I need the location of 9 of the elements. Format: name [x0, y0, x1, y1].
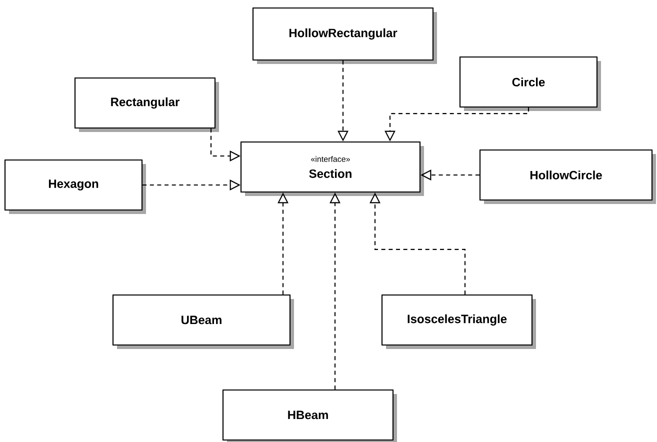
class-box: HBeam [222, 389, 397, 442]
class-box: Hexagon [4, 159, 146, 214]
class-box: UBeam [112, 294, 294, 349]
class-box: IsoscelesTriangle [381, 294, 536, 349]
class-box: HollowRectangular [252, 7, 437, 64]
class-box: Rectangular [74, 77, 219, 132]
class-box: HollowCircle [479, 149, 656, 204]
class-box: Circle [459, 56, 601, 111]
class-box: «interface» Section [240, 141, 424, 196]
